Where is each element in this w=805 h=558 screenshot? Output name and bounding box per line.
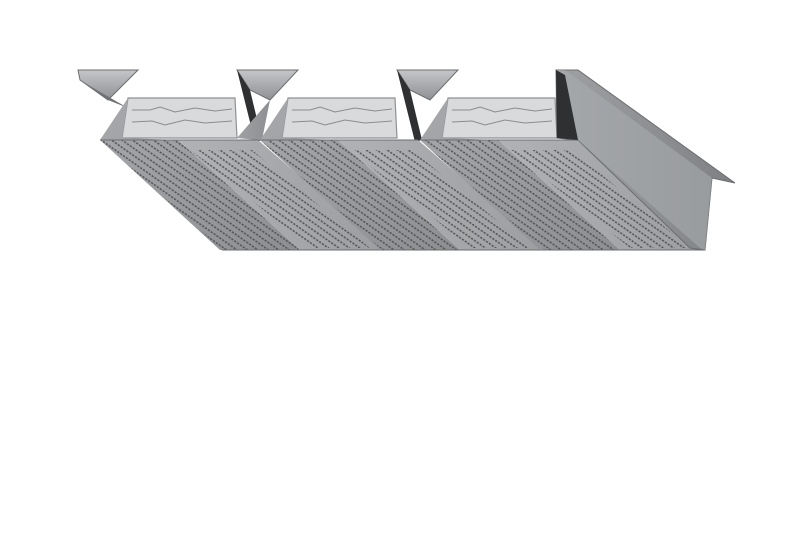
- deck-rib-1: [100, 69, 385, 251]
- deck-rib-3: [420, 97, 705, 251]
- left-flange: [77, 69, 140, 108]
- right-end-flange: [555, 69, 736, 251]
- deck-rib-2: [260, 69, 545, 251]
